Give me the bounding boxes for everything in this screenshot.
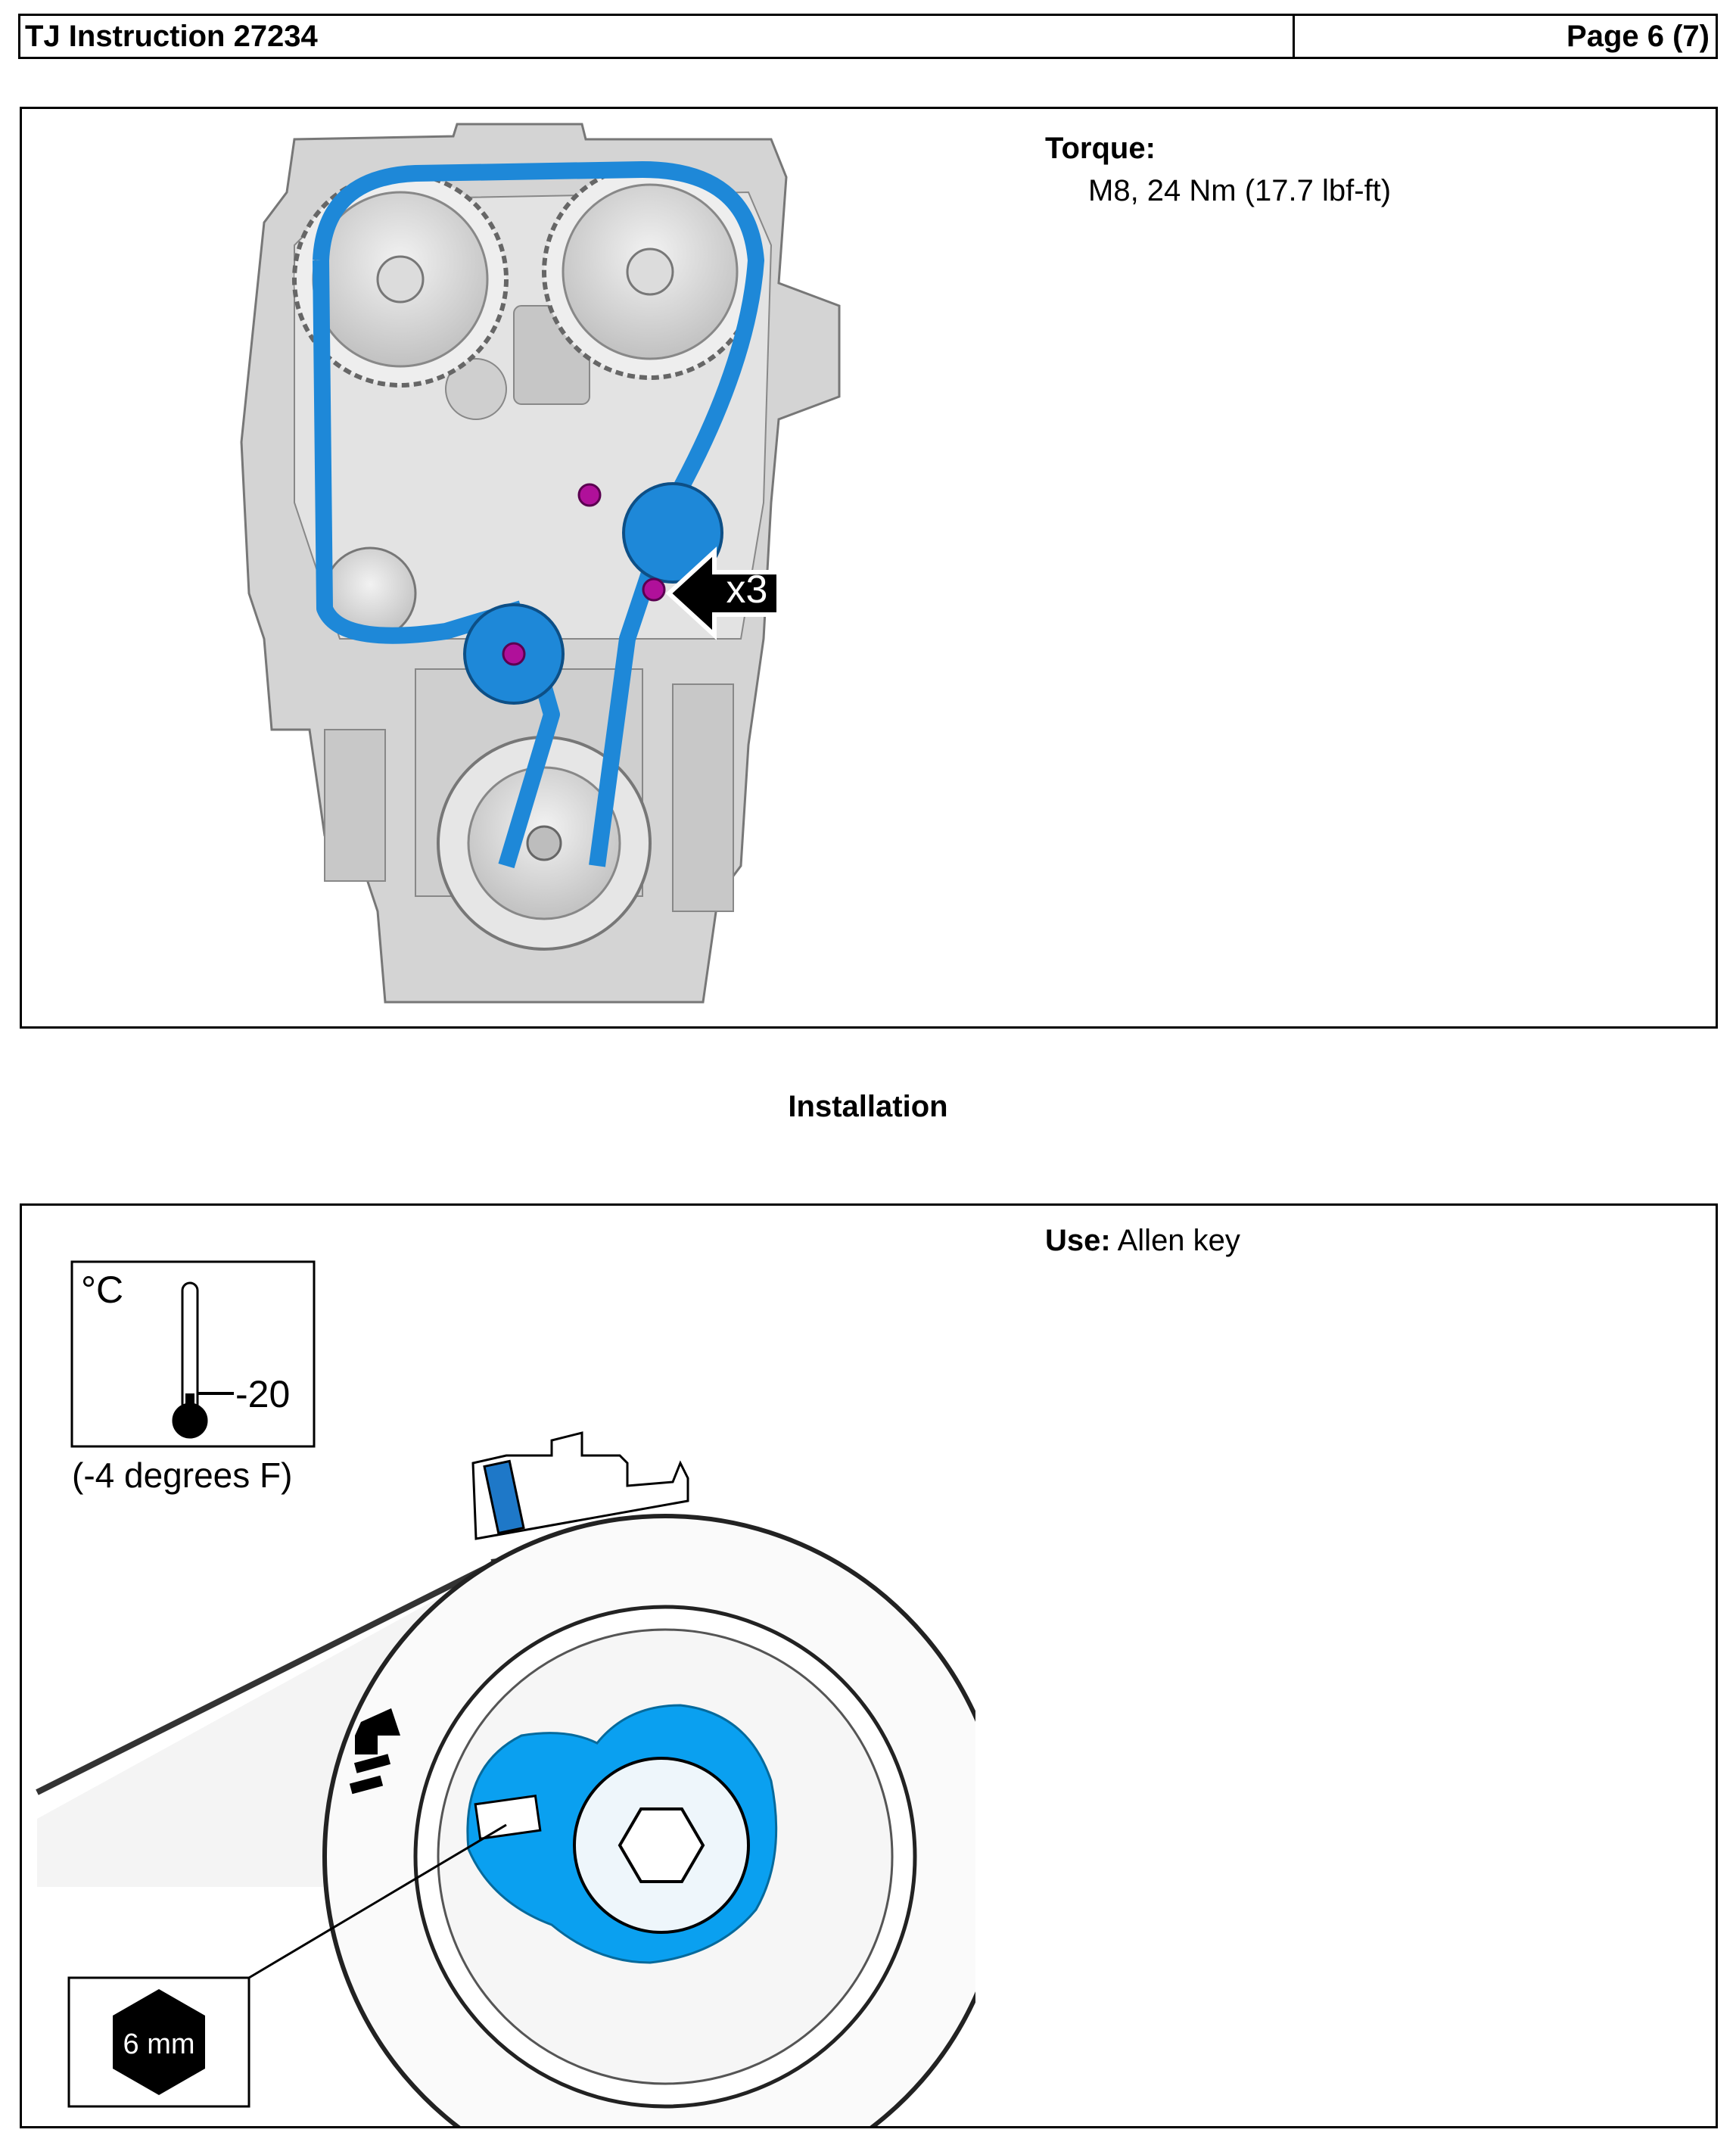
bolt-marker bbox=[577, 483, 602, 507]
temperature-unit: °C bbox=[81, 1269, 123, 1311]
document-title: TJ Instruction 27234 bbox=[20, 16, 1295, 57]
tensioner-eccentric bbox=[466, 1704, 778, 1964]
page-number: Page 6 (7) bbox=[1566, 19, 1710, 53]
callout-quantity: x3 bbox=[726, 568, 768, 612]
belt-tensioner bbox=[463, 603, 565, 705]
rotation-direction-arrows bbox=[349, 1708, 400, 1795]
leader-line bbox=[248, 1823, 507, 1979]
step-panel-torque: x3 Torque: M8, 24 Nm (17.7 lbf-ft) bbox=[20, 107, 1718, 1029]
camshaft-gear-right bbox=[542, 163, 758, 380]
step-panel-allen-key: °C -20 (-4 degrees F) bbox=[20, 1203, 1718, 2128]
temperature-fahrenheit: (-4 degrees F) bbox=[72, 1456, 292, 1495]
crankshaft-pulley bbox=[437, 736, 652, 951]
bolt-marker bbox=[642, 578, 666, 602]
page-header: TJ Instruction 27234 Page 6 (7) bbox=[18, 14, 1718, 59]
allen-key-size-box: 6 mm bbox=[67, 1976, 250, 2108]
torque-label: Torque: bbox=[1045, 132, 1156, 165]
bracket bbox=[471, 1431, 689, 1540]
use-label: Use: bbox=[1045, 1224, 1111, 1257]
camshaft-gear-left bbox=[292, 171, 509, 388]
idler-pulley bbox=[622, 482, 723, 584]
hex-key-icon bbox=[113, 1989, 205, 2095]
temperature-value: -20 bbox=[235, 1373, 290, 1415]
torque-spec: M8, 24 Nm (17.7 lbf-ft) bbox=[1088, 174, 1392, 207]
tensioner-adjustment-illustration: °C -20 (-4 degrees F) bbox=[36, 1260, 975, 2126]
section-title: Installation bbox=[788, 1090, 948, 1123]
temperature-box: °C -20 bbox=[70, 1260, 316, 1448]
tool-instruction: Use: Allen key bbox=[1045, 1224, 1240, 1258]
thermometer-icon bbox=[181, 1281, 199, 1413]
tool-name: Allen key bbox=[1117, 1224, 1240, 1257]
callout-arrow: x3 bbox=[665, 546, 781, 640]
engine-timing-belt-illustration: x3 bbox=[240, 123, 841, 1004]
tool-size: 6 mm bbox=[123, 2028, 195, 2060]
